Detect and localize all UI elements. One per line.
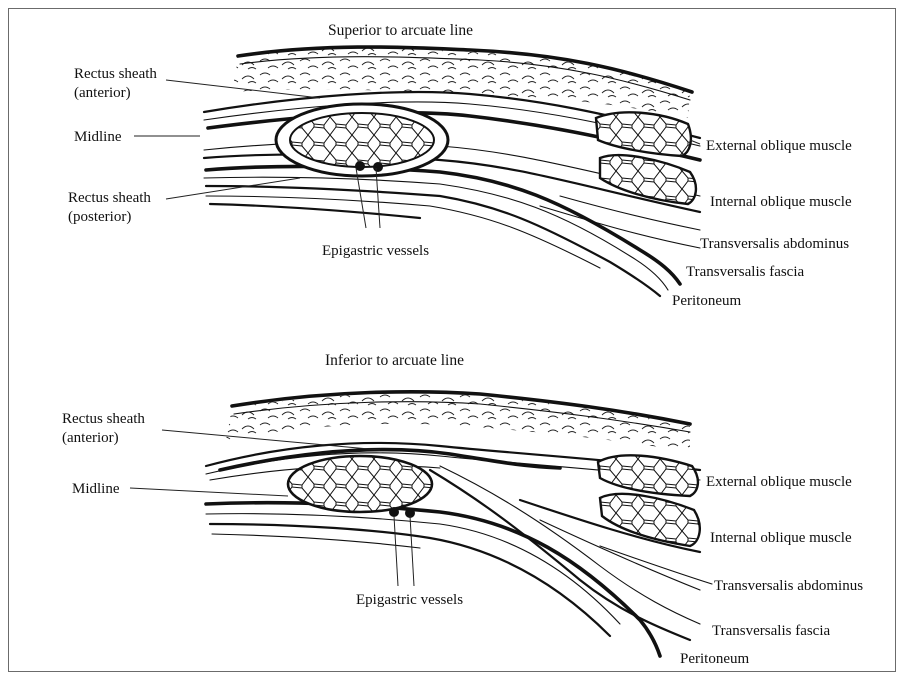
epigastric-vessel xyxy=(373,162,383,172)
internal-oblique-muscle xyxy=(598,154,698,206)
label-internal-oblique: Internal oblique muscle xyxy=(710,194,852,210)
label-peritoneum: Peritoneum xyxy=(680,651,749,667)
internal-oblique-muscle xyxy=(598,492,701,548)
label-midline: Midline xyxy=(74,129,122,145)
rectus-muscle xyxy=(289,112,435,168)
label-rectus-sheath-anterior-sub: (anterior) xyxy=(62,430,119,446)
label-transversalis-abdominus: Transversalis abdominus xyxy=(714,578,863,594)
subcutaneous-fat xyxy=(232,48,690,118)
label-rectus-sheath-posterior: Rectus sheath xyxy=(68,190,151,206)
label-rectus-sheath-anterior: Rectus sheath xyxy=(74,66,157,82)
rectus-muscle xyxy=(286,454,434,514)
diagram-inferior: Inferior to arcuate line Rectus sheath (… xyxy=(62,352,863,667)
epigastric-vessel xyxy=(355,161,365,171)
external-oblique-muscle xyxy=(594,111,693,158)
label-transversalis-fascia: Transversalis fascia xyxy=(712,623,831,639)
figure-frame xyxy=(8,8,896,672)
skin-line xyxy=(230,389,692,426)
diagram-superior: Superior to arcuate line Rectus sheath (… xyxy=(68,22,852,309)
epigastric-vessel xyxy=(405,508,415,518)
skin-line xyxy=(236,45,694,94)
label-epigastric-vessels: Epigastric vessels xyxy=(322,243,429,259)
label-rectus-sheath-posterior-sub: (posterior) xyxy=(68,209,131,225)
label-transversalis-fascia: Transversalis fascia xyxy=(686,264,805,280)
label-peritoneum: Peritoneum xyxy=(672,293,741,309)
subcutaneous-fat xyxy=(226,393,690,452)
label-transversalis-abdominus: Transversalis abdominus xyxy=(700,236,849,252)
label-epigastric-vessels: Epigastric vessels xyxy=(356,592,463,608)
label-internal-oblique: Internal oblique muscle xyxy=(710,530,852,546)
label-external-oblique: External oblique muscle xyxy=(706,474,852,490)
external-oblique-muscle xyxy=(596,454,700,498)
epigastric-vessel xyxy=(389,507,399,517)
title-superior: Superior to arcuate line xyxy=(328,22,473,39)
label-rectus-sheath-anterior-sub: (anterior) xyxy=(74,85,131,101)
label-rectus-sheath-anterior: Rectus sheath xyxy=(62,411,145,427)
title-inferior: Inferior to arcuate line xyxy=(325,352,464,369)
label-midline: Midline xyxy=(72,481,120,497)
label-external-oblique: External oblique muscle xyxy=(706,138,852,154)
